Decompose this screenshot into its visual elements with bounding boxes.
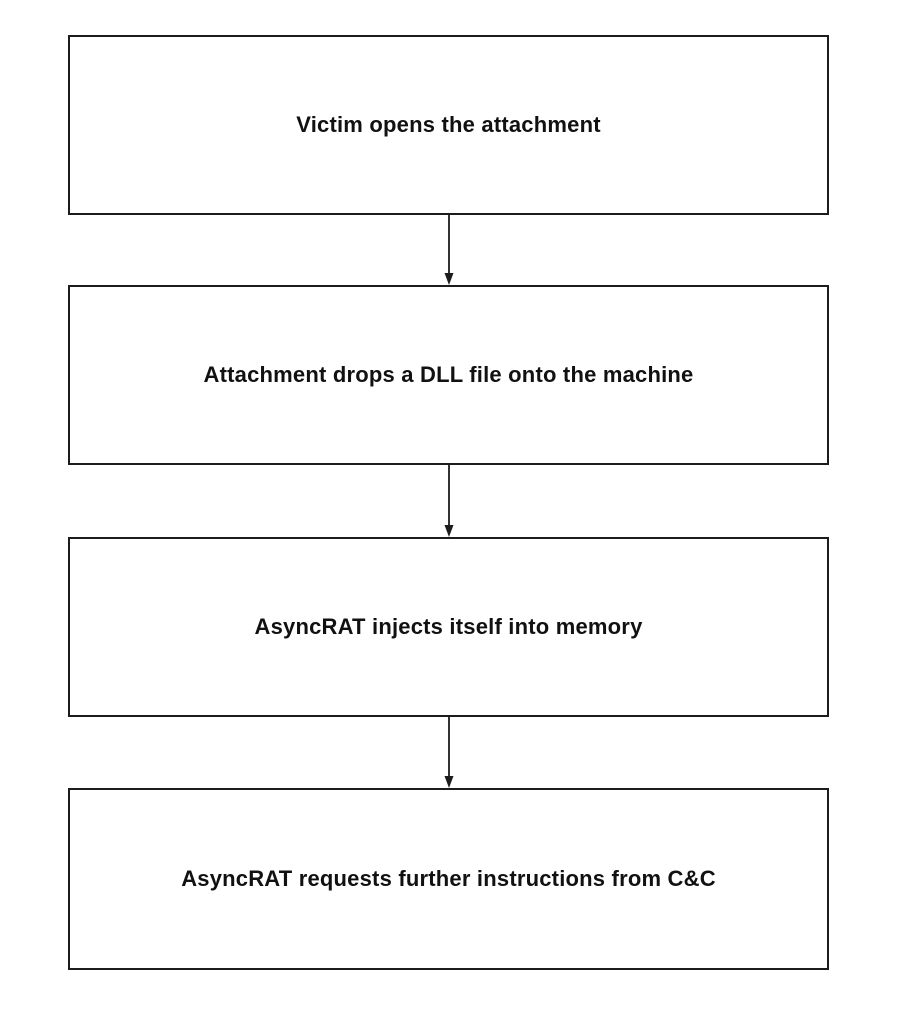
flow-step-label: AsyncRAT requests further instructions f… bbox=[181, 866, 716, 891]
arrow-down-icon bbox=[444, 465, 454, 537]
flow-step-label: Attachment drops a DLL file onto the mac… bbox=[203, 362, 694, 387]
flow-step-label: AsyncRAT injects itself into memory bbox=[254, 614, 643, 639]
flow-step-victim-opens-attachment: Victim opens the attachment bbox=[68, 35, 829, 215]
flow-step-asyncrat-requests-cc: AsyncRAT requests further instructions f… bbox=[68, 788, 829, 970]
flow-step-label: Victim opens the attachment bbox=[296, 112, 601, 137]
arrow-down-icon bbox=[444, 215, 454, 285]
arrow-down-icon bbox=[444, 717, 454, 788]
flow-step-attachment-drops-dll: Attachment drops a DLL file onto the mac… bbox=[68, 285, 829, 465]
flow-step-asyncrat-injects-memory: AsyncRAT injects itself into memory bbox=[68, 537, 829, 717]
